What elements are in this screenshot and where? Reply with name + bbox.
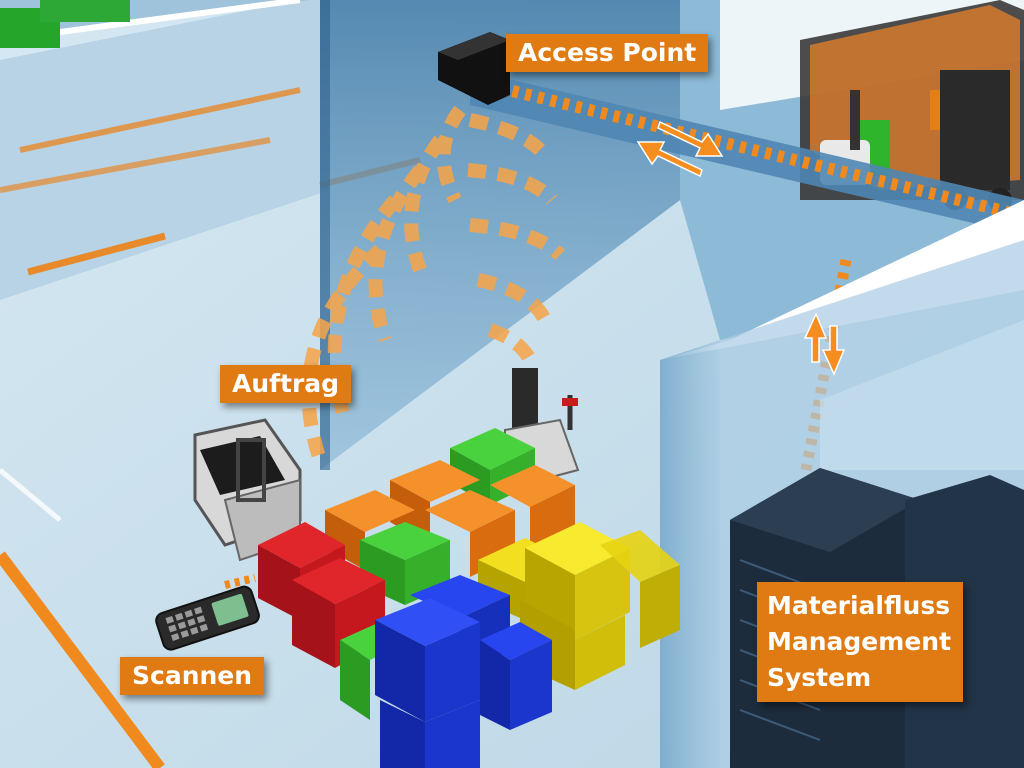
scan-label: Scannen [120,657,265,695]
access-point-icon [438,32,510,105]
loading-dock [680,0,1024,340]
network-cable-duct [470,70,1024,235]
mfs-line-1: Materialfluss [767,591,951,620]
handheld-scanner-icon [155,585,260,651]
floor-markings [0,468,165,768]
stacked-boxes [258,428,680,768]
materialfluss-management-system-label: Materialfluss Management System [757,582,964,702]
order-label: Auftrag [220,365,352,403]
mfs-line-2: Management [767,627,952,656]
access-point-label: Access Point [506,34,709,72]
upper-left-room [0,0,421,300]
wifi-signal-arcs [301,105,565,463]
data-flow-arrows [636,120,846,376]
mfs-line-3: System [767,663,872,692]
wall-top-edge [320,0,330,470]
